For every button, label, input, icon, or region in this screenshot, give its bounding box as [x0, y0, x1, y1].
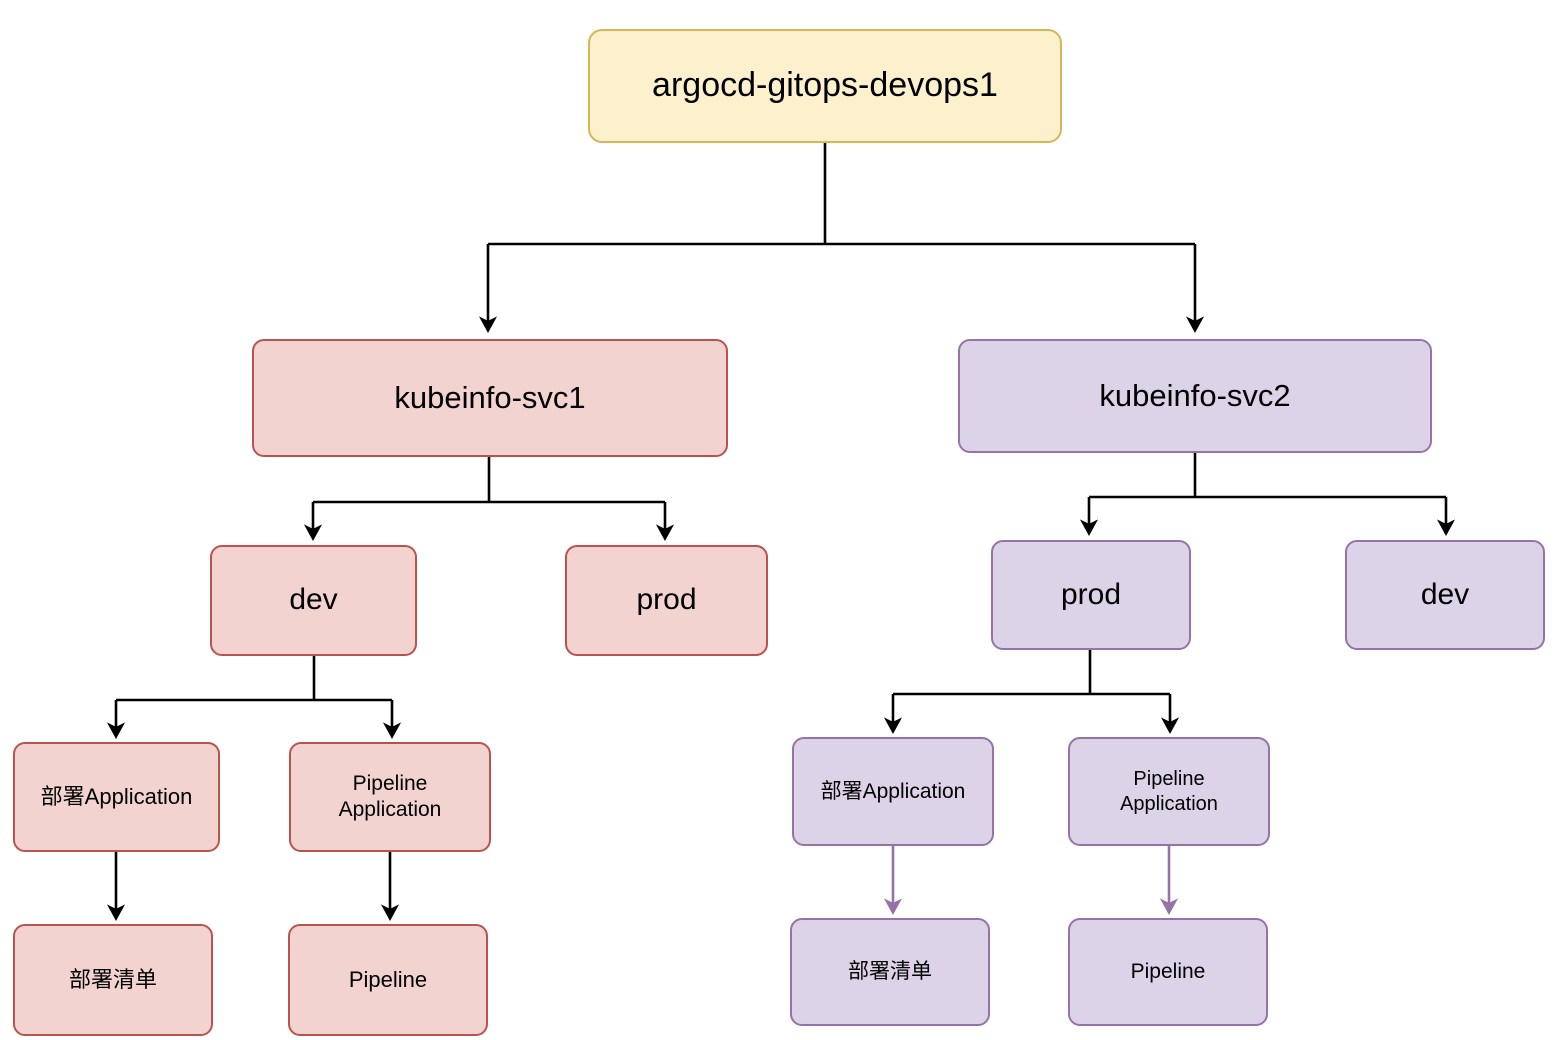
node-svc1-pipeline-application[interactable]: Pipeline Application [289, 742, 491, 852]
node-svc1-deploy-manifest[interactable]: 部署清单 [13, 924, 213, 1036]
node-kubeinfo-svc2[interactable]: kubeinfo-svc2 [958, 339, 1432, 453]
node-svc2-pipeline-application[interactable]: Pipeline Application [1068, 737, 1270, 846]
node-svc1-dev[interactable]: dev [210, 545, 417, 656]
node-kubeinfo-svc1[interactable]: kubeinfo-svc1 [252, 339, 728, 457]
node-svc1-prod[interactable]: prod [565, 545, 768, 656]
node-root[interactable]: argocd-gitops-devops1 [588, 29, 1062, 143]
node-svc2-deploy-manifest[interactable]: 部署清单 [790, 918, 990, 1026]
node-svc1-pipeline[interactable]: Pipeline [288, 924, 488, 1036]
node-svc2-prod[interactable]: prod [991, 540, 1191, 650]
node-svc2-deploy-application[interactable]: 部署Application [792, 737, 994, 846]
node-svc2-dev[interactable]: dev [1345, 540, 1545, 650]
node-svc2-pipeline[interactable]: Pipeline [1068, 918, 1268, 1026]
node-svc1-deploy-application[interactable]: 部署Application [13, 742, 220, 852]
